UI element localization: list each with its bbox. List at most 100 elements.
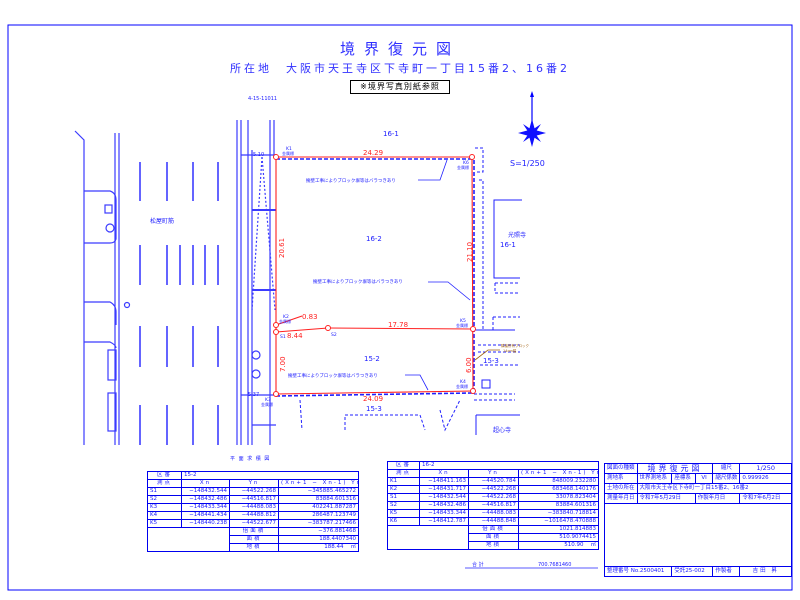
table-row: K5−148433.344−44488.083−383840.718814	[387, 509, 599, 518]
north-arrow-icon	[518, 91, 546, 147]
coord-system-value: VI	[694, 473, 714, 484]
column-header: Xn	[181, 479, 230, 488]
adjacent-buildings	[299, 147, 522, 435]
land-area-value: 188.44	[324, 544, 344, 551]
road-edge	[236, 120, 276, 445]
note-block-wall-2: 擁壁工事によりブロック塀等はバラつきあり	[313, 278, 403, 285]
cell: K2	[387, 485, 420, 494]
location-address: 所在地 大阪市天王寺区下寺町一丁目15番2、16番2	[230, 62, 570, 75]
note-block-wall-1: 擁壁工事によりブロック塀等はバラつきあり	[306, 177, 396, 184]
distance-s1-s2: 8.44	[287, 332, 303, 340]
cell: S2	[147, 495, 182, 504]
column-header: (Xn+1 − Xn-1) Yn	[518, 469, 599, 478]
cell: 848009.232280	[518, 477, 599, 486]
land-area-value: 510.90	[564, 542, 584, 549]
boundary-point-markers	[273, 154, 476, 397]
total-label: 合 計	[472, 561, 484, 568]
point-k4	[470, 388, 476, 394]
cell: −148433.344	[419, 509, 469, 518]
scale-factor-label: 縮尺係数	[712, 473, 741, 484]
cell: K5	[147, 519, 182, 528]
total-value: 700.7681460	[538, 562, 571, 568]
cell: −345885.465272	[278, 487, 359, 496]
column-header: (Xn+1 − Xn-1) Yn	[278, 479, 359, 488]
parcel-label-south: 15-3	[366, 405, 382, 413]
label-k5-marker: 金属標	[456, 322, 468, 328]
label-k6: K6	[463, 160, 469, 166]
location-value: 大阪市天王寺区下寺町一丁目15番2、16番2	[636, 483, 793, 494]
cell: 683468.140176	[518, 485, 599, 494]
cell: K4	[147, 511, 182, 520]
datum-label: 測地系	[604, 473, 638, 484]
land-area-unit: ㎡	[590, 542, 596, 549]
area-label: 面積	[468, 533, 519, 542]
coord-system-label: 座標系	[671, 473, 696, 484]
street-linework	[74, 130, 131, 445]
cell: −1016478.470888	[518, 517, 599, 526]
label-k3: K3	[265, 397, 271, 403]
land-area-label: 地積	[229, 543, 279, 552]
label-s1: S1	[280, 334, 286, 340]
cell: 83884.601316	[278, 495, 359, 504]
lot-label: 区番	[387, 461, 420, 470]
land-area-unit: ㎡	[350, 544, 356, 551]
lot-label: 区番	[147, 471, 182, 480]
label-k4-marker: 金属標	[456, 383, 468, 389]
land-area-label: 地積	[468, 541, 519, 550]
cell: K6	[387, 517, 420, 526]
cell: S2	[387, 501, 420, 510]
label-k4: K4	[460, 379, 466, 385]
double-area-label: 倍面積	[229, 527, 279, 536]
area-value: 510.9074415	[518, 533, 599, 542]
scale-label: S=1/250	[510, 159, 545, 168]
boundary-dashed	[275, 158, 475, 397]
cell: −44522.677	[229, 519, 279, 528]
parcel-label-15-2: 15-2	[364, 355, 380, 363]
label-k6-marker: 金属標	[457, 164, 469, 170]
column-header: 測点	[387, 469, 420, 478]
cell: K5	[387, 509, 420, 518]
point-k3	[273, 391, 279, 397]
note-adjacent-block-width: 14cm幅	[503, 348, 517, 353]
created-date-value: 令和7年6月2日	[739, 493, 792, 504]
cell: −148431.717	[419, 485, 469, 494]
temple-label-southeast: 超心寺	[493, 426, 511, 434]
point-k5	[470, 326, 476, 332]
cell: S1	[387, 493, 420, 502]
double-area-value: −376.881468	[278, 527, 359, 536]
cell: −148432.486	[419, 501, 469, 510]
note-adjacent-block: 隣接所有ブロック	[501, 343, 529, 348]
area-table-caption: 平 面 求 積 図	[230, 455, 270, 462]
point-s1	[273, 329, 279, 335]
boundary-lines	[275, 156, 474, 395]
title-block: 図面の種類 境界復元図 縮尺 1/250 測地系 世界測地系 座標系 VI 縮尺…	[603, 463, 793, 577]
street-name: 松屋町筋	[150, 217, 174, 225]
label-k2-marker: 金属標	[279, 318, 291, 324]
column-header: Yn	[468, 469, 519, 478]
scale-value: 1/250	[739, 463, 792, 474]
cell: −148412.787	[419, 517, 469, 526]
reference-number: 整理番号 No.2500401	[603, 566, 673, 577]
distance-west-upper: 20.61	[278, 238, 286, 258]
leader-lines	[405, 159, 500, 391]
table-row: S1−148432.544−44522.268−345885.465272	[147, 487, 359, 496]
parcel-label-16-2: 16-2	[366, 235, 382, 243]
note-block-wall-3: 擁壁工事によりブロック塀等はバラつきあり	[288, 372, 378, 379]
distance-east-upper: 21.10	[466, 242, 474, 262]
distance-street-bottom: 5.37	[248, 392, 259, 398]
distance-west-lower: 7.00	[279, 356, 287, 372]
label-k3-marker: 金属標	[261, 401, 273, 407]
cell: −44522.268	[468, 485, 519, 494]
blank-cell	[147, 527, 230, 552]
distance-south: 24.09	[363, 395, 383, 403]
column-header: 測点	[147, 479, 182, 488]
distance-s2-k5: 17.78	[388, 321, 408, 329]
